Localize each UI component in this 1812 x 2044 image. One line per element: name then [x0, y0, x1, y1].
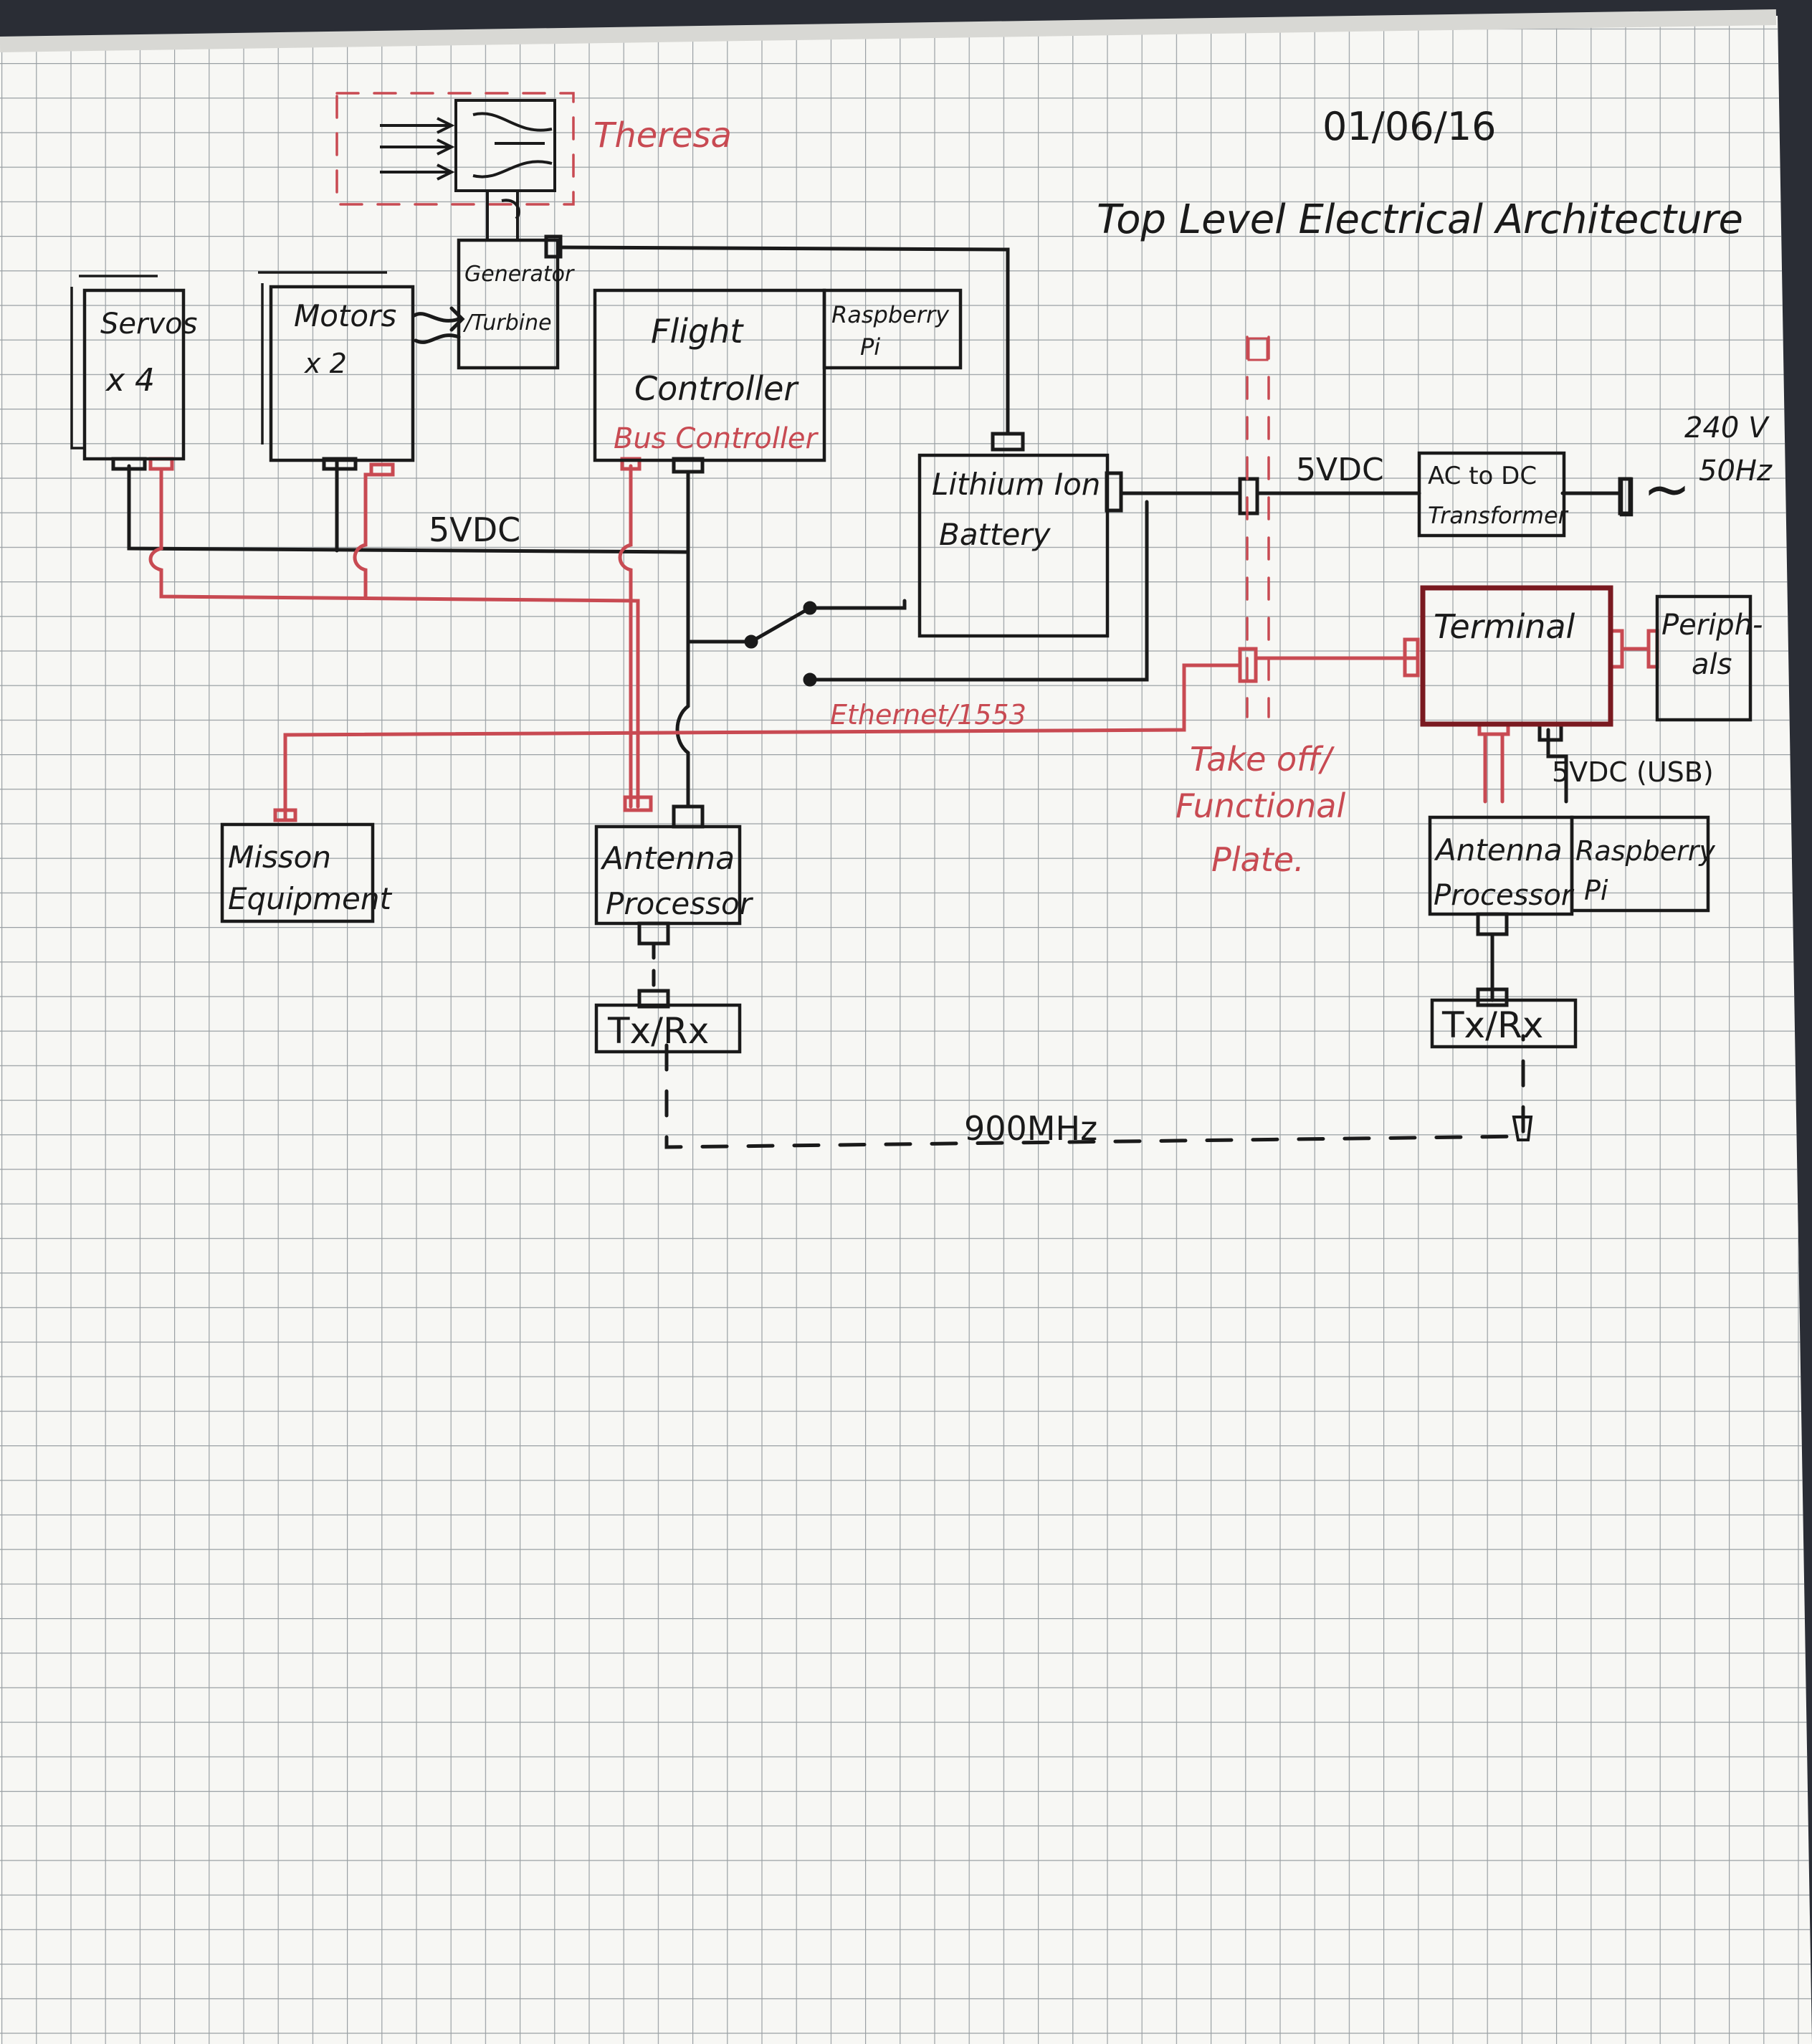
txrx-air-label: Tx/Rx [607, 1010, 709, 1052]
antenna-air-label-2: Processor [606, 886, 754, 921]
plate-label-2: Functional [1176, 786, 1345, 825]
raspberry-pi-ground-label-2: Pi [1584, 875, 1608, 906]
battery-label-1: Lithium Ion [932, 467, 1100, 502]
raspberry-pi-ground-label-1: Raspberry [1575, 835, 1715, 867]
mains-voltage: 240 V [1684, 412, 1770, 445]
usb-5vdc-label: 5VDC (USB) [1552, 756, 1714, 788]
motors-label-2: x 2 [304, 348, 347, 379]
servos-label-2: x 4 [105, 362, 155, 399]
mains-frequency: 50Hz [1699, 455, 1773, 488]
bus-5vdc-label: 5VDC [429, 510, 520, 549]
mains-ac-symbol: ~ [1643, 456, 1691, 523]
motors-label-1: Motors [294, 298, 396, 333]
generator-label-1: Generator [464, 262, 575, 287]
raspberry-pi-air-label-2: Pi [860, 333, 880, 361]
flight-controller-label-2: Controller [634, 369, 799, 408]
plate-label-3: Plate. [1211, 840, 1305, 879]
bus-controller-label: Bus Controller [614, 422, 819, 455]
plate-label-1: Take off/ [1190, 740, 1335, 779]
peripherals-label-2: als [1692, 648, 1732, 681]
terminal-label: Terminal [1434, 607, 1575, 646]
servos-label-1: Servos [100, 308, 197, 341]
generator-label-2: /Turbine [462, 310, 552, 336]
ac-dc-label-1: AC to DC [1428, 462, 1537, 490]
theresa-label: Theresa [593, 115, 732, 156]
antenna-ground-label-1: Antenna [1434, 832, 1563, 867]
raspberry-pi-air-label-1: Raspberry [831, 301, 950, 328]
peripherals-label-1: Periph- [1661, 609, 1763, 642]
antenna-ground-label-2: Processor [1434, 879, 1575, 912]
radio-label: 900MHz [964, 1109, 1097, 1148]
mission-equipment-label-2: Equipment [228, 881, 393, 916]
antenna-air-label-1: Antenna [600, 840, 735, 877]
date: 01/06/16 [1322, 104, 1497, 149]
battery-label-2: Battery [939, 517, 1052, 552]
diagram-title: Top Level Electrical Architecture [1097, 196, 1743, 243]
flight-controller-label-1: Flight [651, 312, 744, 351]
txrx-ground-label: Tx/Rx [1441, 1004, 1543, 1046]
ac-dc-label-2: Transformer [1428, 502, 1569, 529]
mission-equipment-label-1: Misson [228, 840, 331, 875]
link-5vdc-label: 5VDC [1296, 452, 1384, 488]
ethernet-label: Ethernet/1553 [830, 699, 1026, 731]
